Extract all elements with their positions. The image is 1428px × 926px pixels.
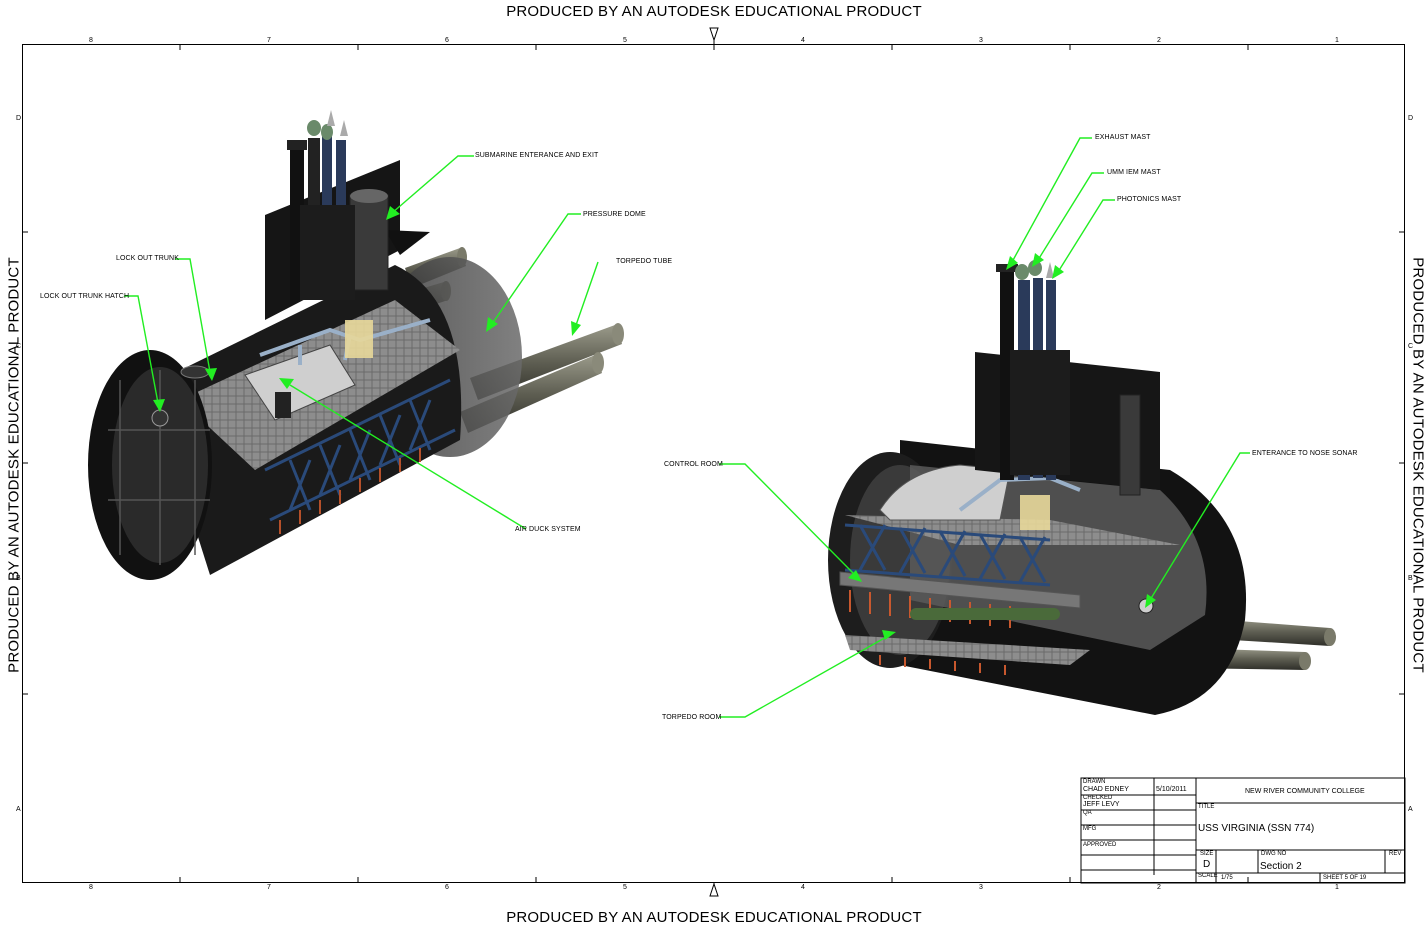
label-torpedo-tube: TORPEDO TUBE (616, 258, 673, 265)
left-section-view (88, 110, 624, 580)
left-masts (287, 110, 355, 300)
tb-sheet: SHEET 5 OF 19 (1323, 875, 1367, 881)
label-exhaust-mast: EXHAUST MAST (1095, 134, 1151, 141)
right-entrance-cylinder (1119, 394, 1141, 496)
zone-col-2-bottom: 2 (1157, 884, 1161, 891)
zone-col-5-top: 5 (623, 37, 627, 44)
zone-col-1-top: 1 (1335, 37, 1339, 44)
title-block-grid (1080, 777, 1406, 884)
label-lock-out-trunk: LOCK OUT TRUNK (116, 255, 179, 262)
right-section-view (828, 260, 1336, 715)
label-photonics-mast: PHOTONICS MAST (1117, 196, 1182, 203)
label-control-room: CONTROL ROOM (664, 461, 723, 468)
zone-row-a-left: A (16, 806, 21, 813)
right-control-room (879, 464, 1011, 521)
zone-col-6-bottom: 6 (445, 884, 449, 891)
tb-approved-label: APPROVED (1083, 842, 1117, 848)
zone-col-2-top: 2 (1157, 37, 1161, 44)
zone-col-3-top: 3 (979, 37, 983, 44)
label-torpedo-room: TORPEDO ROOM (662, 714, 722, 721)
zone-col-3-bottom: 3 (979, 884, 983, 891)
label-entrance-nose-sonar: ENTERANCE TO NOSE SONAR (1252, 450, 1358, 457)
zone-row-b-right: B (1408, 575, 1413, 582)
zone-col-1-bottom: 1 (1335, 884, 1339, 891)
tb-drawn-by: CHAD EDNEY (1083, 786, 1129, 793)
tb-scale-label: SCALE (1198, 873, 1218, 879)
zone-row-c-right: C (1408, 343, 1414, 350)
zone-col-5-bottom: 5 (623, 884, 627, 891)
tb-organization: NEW RIVER COMMUNITY COLLEGE (1245, 788, 1365, 795)
tb-drawn-label: DRAWN (1083, 779, 1106, 785)
tb-qa-label: QA (1083, 810, 1092, 816)
label-pressure-dome: PRESSURE DOME (583, 211, 646, 218)
callout-leaders (124, 137, 1250, 718)
tb-dwg-no: Section 2 (1260, 861, 1302, 872)
left-ribs (279, 448, 421, 534)
zone-row-d-left: D (16, 115, 22, 122)
zone-col-7-top: 7 (267, 37, 271, 44)
watermark-top: PRODUCED BY AN AUTODESK EDUCATIONAL PROD… (506, 3, 922, 20)
zone-row-a-right: A (1408, 806, 1413, 813)
tb-rev-label: REV (1389, 851, 1402, 857)
zone-col-4-top: 4 (801, 37, 805, 44)
tb-size: D (1203, 859, 1211, 870)
tb-scale: 1/75 (1221, 875, 1233, 881)
label-lock-out-trunk-hatch: LOCK OUT TRUNK HATCH (40, 293, 130, 300)
zone-col-4-bottom: 4 (801, 884, 805, 891)
tb-dwg-no-label: DWG NO (1261, 851, 1287, 857)
right-deck-frames (844, 523, 1051, 587)
right-torpedo (910, 608, 1060, 620)
left-deck-frames (264, 378, 456, 522)
zone-row-d-right: D (1408, 115, 1414, 122)
label-air-duck-system: AIR DUCK SYSTEM (515, 526, 581, 533)
tb-size-label: SIZE (1200, 851, 1214, 857)
frame-ticks (22, 27, 1405, 897)
zone-col-8-bottom: 8 (89, 884, 93, 891)
tb-checked-by: JEFF LEVY (1083, 801, 1120, 808)
title-block: DRAWN CHAD EDNEY 5/10/2011 CHECKED JEFF … (1081, 778, 1405, 883)
zone-row-b-left: B (16, 575, 21, 582)
zone-col-8-top: 8 (89, 37, 93, 44)
zone-col-6-top: 6 (445, 37, 449, 44)
label-submarine-entrance: SUBMARINE ENTERANCE AND EXIT (475, 152, 599, 159)
tb-checked-label: CHECKED (1083, 795, 1113, 801)
tb-title-label: TITLE (1198, 804, 1215, 810)
zone-col-7-bottom: 7 (267, 884, 271, 891)
zone-row-c-left: C (16, 343, 22, 350)
tb-mfg-label: MFG (1083, 826, 1097, 832)
tb-title: USS VIRGINIA (SSN 774) (1198, 823, 1315, 834)
label-umm-iem-mast: UMM IEM MAST (1107, 169, 1161, 176)
right-masts (996, 260, 1070, 480)
left-entrance-cylinder (349, 194, 389, 291)
callout-arrowheads (153, 206, 1156, 640)
tb-drawn-date: 5/10/2011 (1156, 786, 1187, 793)
right-upper-deck (845, 515, 1180, 545)
